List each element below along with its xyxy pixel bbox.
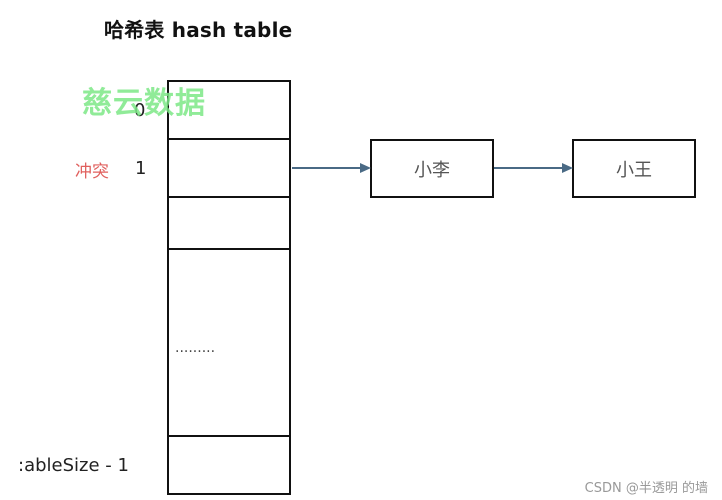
index-label-last: :ableSize - 1 — [18, 455, 129, 476]
chain-node-2-label: 小王 — [616, 159, 652, 181]
chain-node-1-label: 小李 — [414, 159, 450, 181]
table-cell-2 — [167, 196, 291, 250]
chain-node-1: 小李 — [370, 139, 494, 198]
footer-credit: CSDN @半透明 的墙 — [584, 481, 708, 496]
ellipsis-dots: ......... — [175, 340, 216, 356]
diagram-title: 哈希表 hash table — [104, 18, 293, 42]
watermark: 慈云数据 — [82, 86, 206, 121]
arrow-node1-to-node2 — [494, 163, 573, 173]
table-cell-1 — [167, 138, 291, 198]
table-cell-last — [167, 435, 291, 495]
arrow-cell1-to-node1 — [292, 163, 371, 173]
chain-node-2: 小王 — [572, 139, 696, 198]
index-label-0: 0 — [134, 100, 146, 121]
conflict-label: 冲突 — [75, 162, 109, 182]
index-label-1: 1 — [135, 158, 147, 179]
